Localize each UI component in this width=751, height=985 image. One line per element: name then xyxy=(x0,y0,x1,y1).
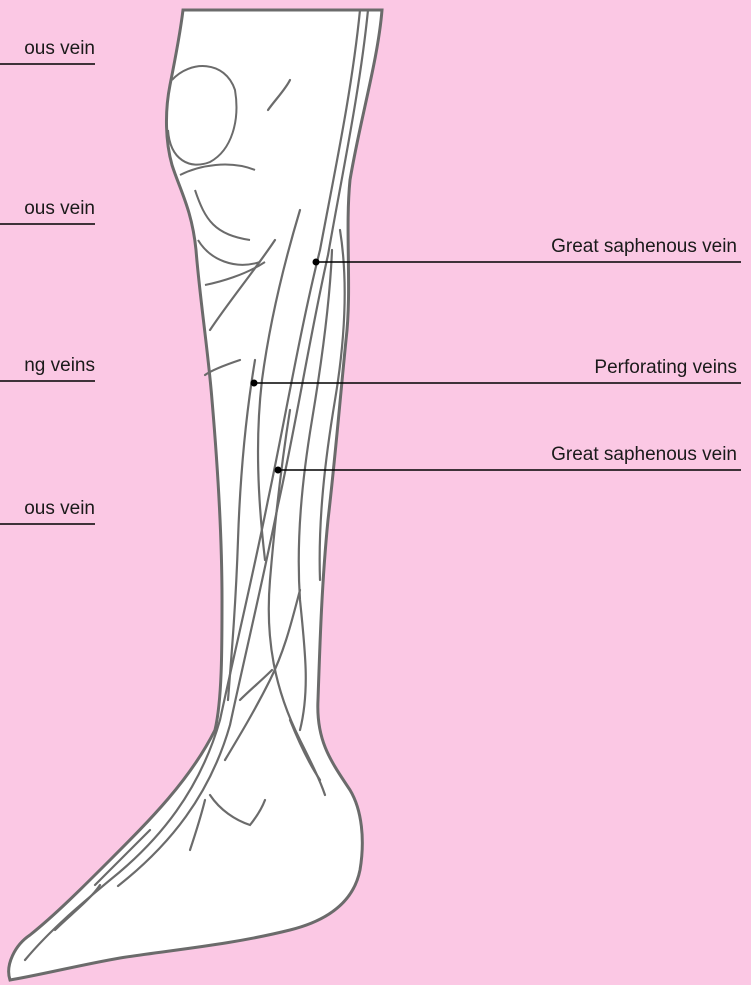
label-left-3: ng veins xyxy=(24,355,95,377)
leader-dot-right-3 xyxy=(275,467,282,474)
label-left-4: ous vein xyxy=(24,498,95,520)
leader-dot-right-1 xyxy=(313,259,320,266)
label-great-saphenous-vein-upper: Great saphenous vein xyxy=(551,236,737,258)
label-perforating-veins: Perforating veins xyxy=(594,357,737,379)
label-great-saphenous-vein-lower: Great saphenous vein xyxy=(551,444,737,466)
label-left-1: ous vein xyxy=(24,38,95,60)
leader-dot-right-2 xyxy=(251,380,258,387)
label-left-2: ous vein xyxy=(24,198,95,220)
